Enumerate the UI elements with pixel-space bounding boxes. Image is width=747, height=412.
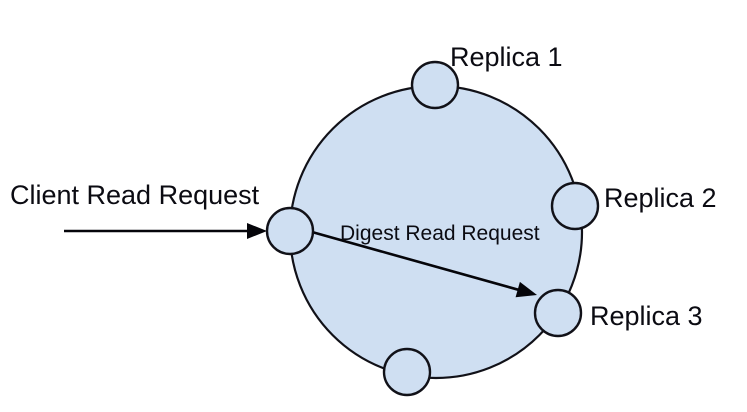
client-read-request-edge (64, 223, 267, 239)
node-replica-2[interactable] (550, 181, 600, 231)
digest-read-request-line (311, 230, 522, 292)
digest-read-request-edge (311, 230, 537, 298)
node-replica-4[interactable] (382, 347, 432, 397)
node-coordinator[interactable] (265, 206, 315, 256)
label-client-read-request: Client Read Request (10, 180, 260, 210)
digest-read-request-arrowhead (515, 281, 537, 298)
label-replica-1: Replica 1 (450, 42, 563, 72)
label-digest-read-request: Digest Read Request (340, 222, 540, 245)
label-replica-2: Replica 2 (604, 183, 717, 213)
node-replica-3[interactable] (533, 288, 583, 338)
node-replica-1[interactable] (410, 60, 460, 110)
client-read-request-arrowhead (247, 223, 267, 239)
label-replica-3: Replica 3 (590, 301, 703, 331)
